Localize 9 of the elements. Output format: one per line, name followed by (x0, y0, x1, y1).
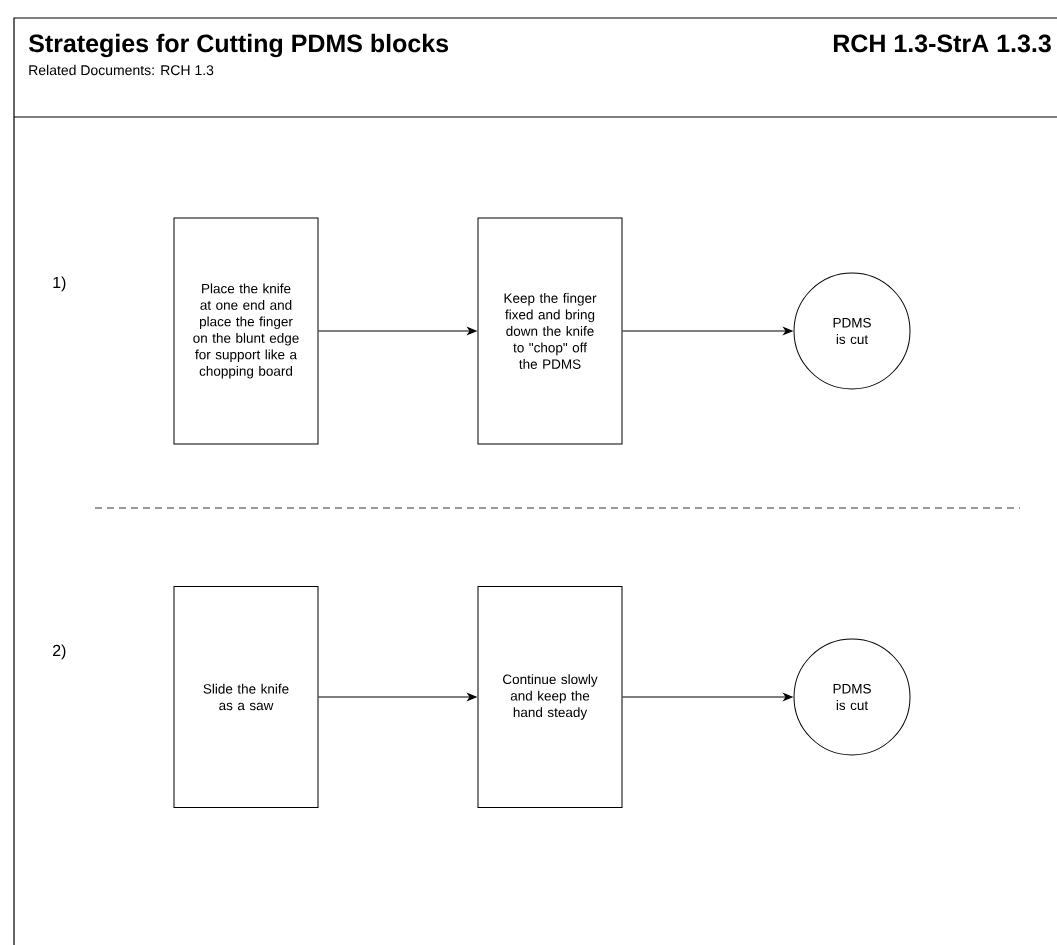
step-number: 2) (53, 644, 66, 660)
process-box: Place the knife at one end and place the finger on the blunt edge for support like a chopping board (173, 217, 319, 445)
process-box: Keep the finger fixed and bring down the knife to "chop" off the PDMS (477, 217, 623, 445)
subtitle: Related Documents: RCH 1.3 (29, 64, 214, 76)
process-box: Slide the knife as a saw (173, 586, 319, 808)
title: Strategies for Cutting PDMS blocks (28, 33, 449, 58)
document-id: RCH 1.3-StrA 1.3.3 (833, 34, 1051, 53)
process-box: Continue slowly and keep the hand steady (477, 586, 623, 808)
step-number: 1) (53, 276, 66, 292)
